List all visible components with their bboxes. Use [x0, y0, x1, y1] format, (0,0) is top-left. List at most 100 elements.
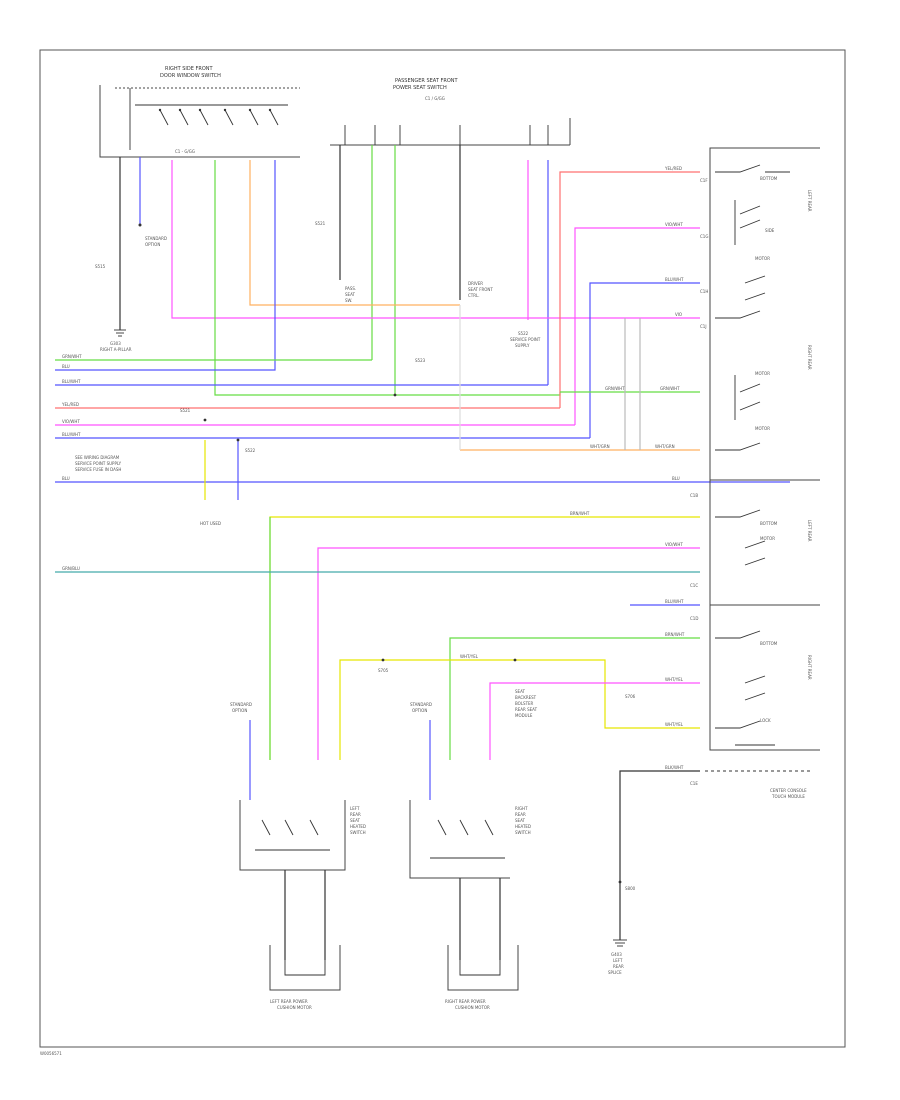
mid-note-1: SEAT: [515, 689, 525, 694]
right-opt-1: OPTION: [412, 708, 427, 713]
left-wire-label-8: GRN/BLU: [62, 566, 80, 571]
module-switches: [715, 164, 790, 746]
wire-label-17: WHT/YEL: [665, 722, 684, 727]
module-pin-b: C1C: [690, 583, 698, 588]
wire-label-10: BLU: [672, 476, 680, 481]
pass-switch-housing: [330, 118, 571, 146]
module-title-2: TOUCH MODULE: [771, 794, 805, 799]
module-pin-e: C1F: [700, 178, 708, 183]
module-sw-4: MOTOR: [755, 371, 770, 376]
mid-note-3: BOLSTER: [515, 701, 534, 706]
module-sw-1: BOTTOM: [760, 176, 778, 181]
wire-label-18: BLK/WHT: [665, 765, 684, 770]
wire-label-8: WHT/GRN: [590, 444, 610, 449]
module-group-1: LEFT REAR: [807, 190, 812, 212]
pass-switch-pins: [344, 125, 549, 145]
module-pin-h: C1J: [700, 324, 707, 329]
left-switch-label-4: HEATED: [350, 824, 366, 829]
right-switch-label-4: HEATED: [515, 824, 531, 829]
rf-switch-title-2: DOOR WINDOW SWITCH: [160, 73, 221, 79]
rf-switch-title-1: RIGHT SIDE FRONT: [165, 66, 213, 72]
left-switch-label-3: SEAT: [350, 818, 360, 823]
mid-note-2: BACKREST: [515, 695, 537, 700]
wire-label-15: WHT/YEL: [460, 654, 479, 659]
module-sw-9: LOCK: [760, 718, 771, 723]
left-switch-housing: [239, 800, 346, 871]
ground-splice: S800: [625, 886, 636, 891]
wire-pink-2: [574, 227, 700, 425]
pass-note-6: CTRL.: [468, 293, 480, 298]
left-motor-housing: [269, 945, 341, 991]
right-front-window-switch: RIGHT SIDE FRONT DOOR WINDOW SWITCH C1 -…: [95, 66, 300, 352]
wire-label-5: GRN/WHT: [605, 386, 625, 391]
wire-pink-right: [489, 682, 700, 760]
pass-switch-sub: C1 / G/GG: [425, 96, 445, 101]
right-switch-contacts: [430, 819, 505, 859]
left-std-1: STANDARD: [230, 702, 252, 707]
right-rear-seat-switch: STANDARD OPTION RIGHT REAR SEAT HEATED S…: [409, 702, 531, 1010]
module-pins: C1B C1C C1D C1E C1F C1G C1H C1J: [690, 178, 708, 786]
wire-label-9: WHT/GRN: [655, 444, 675, 449]
right-switch-label-3: SEAT: [515, 818, 525, 823]
left-wire-label-1: GRN/WHT: [62, 354, 82, 359]
rf-switch-housing: [99, 85, 300, 158]
ground-label: G403: [611, 952, 622, 957]
wire-label-11: BRN/WHT: [570, 511, 590, 516]
right-std-1: STANDARD: [410, 702, 432, 707]
pass-splice-3: S523: [415, 358, 426, 363]
pass-switch-title-1: PASSENGER SEAT FRONT: [395, 78, 458, 84]
wire-label-4: VIO: [675, 312, 682, 317]
pass-switch-title-2: POWER SEAT SWITCH: [393, 85, 447, 91]
module-pin-g: C1H: [700, 289, 708, 294]
pass-note-3: SW.: [345, 298, 352, 303]
wire-pink-bottom: [317, 547, 700, 760]
left-note-3: SERVICE FUSE IN DASH: [75, 467, 121, 472]
bottom-ground: S800 G403 LEFT REAR SPLICE: [608, 880, 636, 975]
left-wire-label-2: BLU: [62, 364, 70, 369]
module-pin-c: C1D: [690, 616, 698, 621]
left-wire-label-4: YEL/RED: [61, 402, 79, 407]
module-sw-6: BOTTOM: [760, 521, 778, 526]
ground-splice-dot: [618, 880, 622, 884]
ground-ref-3: SPLICE: [608, 970, 622, 975]
right-switch-housing: [409, 800, 510, 879]
pass-note-2: SEAT: [345, 292, 355, 297]
wire-pink-main: [171, 160, 700, 319]
wire-blue-2: [589, 282, 700, 438]
wire-label-6: GRN/WHT: [660, 386, 680, 391]
middle-notes: SEAT BACKREST BOLSTER REAR SEAT MODULE S…: [378, 658, 636, 718]
wire-red-main: [559, 171, 700, 408]
pass-note-5: SEAT FRONT: [468, 287, 493, 292]
rf-ground-icon: [114, 329, 126, 337]
left-switch-contacts: [255, 819, 330, 851]
module-pin-a: C1B: [690, 493, 698, 498]
left-wire-label-7: BLU: [62, 476, 70, 481]
module-group-3: LEFT REAR: [807, 520, 812, 542]
right-motor-housing: [447, 945, 519, 991]
module-sw-8: BOTTOM: [760, 641, 778, 646]
pass-note-4: DRIVER: [468, 281, 483, 286]
wire-label-13: BLU/WHT: [665, 599, 684, 604]
module-sw-7: MOTOR: [760, 536, 775, 541]
module-pin-f: C1G: [700, 234, 708, 239]
wire-label-14: BRN/WHT: [665, 632, 685, 637]
right-motor-coil: [459, 960, 501, 976]
ground-ref-1: LEFT: [613, 958, 623, 963]
rf-connector-ref-1: STANDARD: [145, 236, 167, 241]
splice-left: S705: [378, 668, 389, 673]
right-switch-label-5: SWITCH: [515, 830, 531, 835]
ground-ref-2: REAR: [613, 964, 624, 969]
wire-label-1: YEL/RED: [664, 166, 682, 171]
diagram-footer-id: W0056571: [40, 1051, 62, 1056]
wire-black-ground: [619, 770, 700, 940]
module-dividers: [710, 479, 820, 606]
splice-mid-dot: [513, 658, 517, 662]
wire-label-16: WHT/YEL: [665, 677, 684, 682]
wire-label-3: BLU/WHT: [665, 277, 684, 282]
left-side-labels: GRN/WHT BLU BLU/WHT YEL/RED VIO/WHT BLU/…: [61, 354, 397, 571]
splice-left-dot: [381, 658, 385, 662]
rf-wire-blue-end: [138, 223, 142, 227]
pass-note-1: PASS.: [345, 286, 356, 291]
pass-splice-1: S521: [315, 221, 326, 226]
